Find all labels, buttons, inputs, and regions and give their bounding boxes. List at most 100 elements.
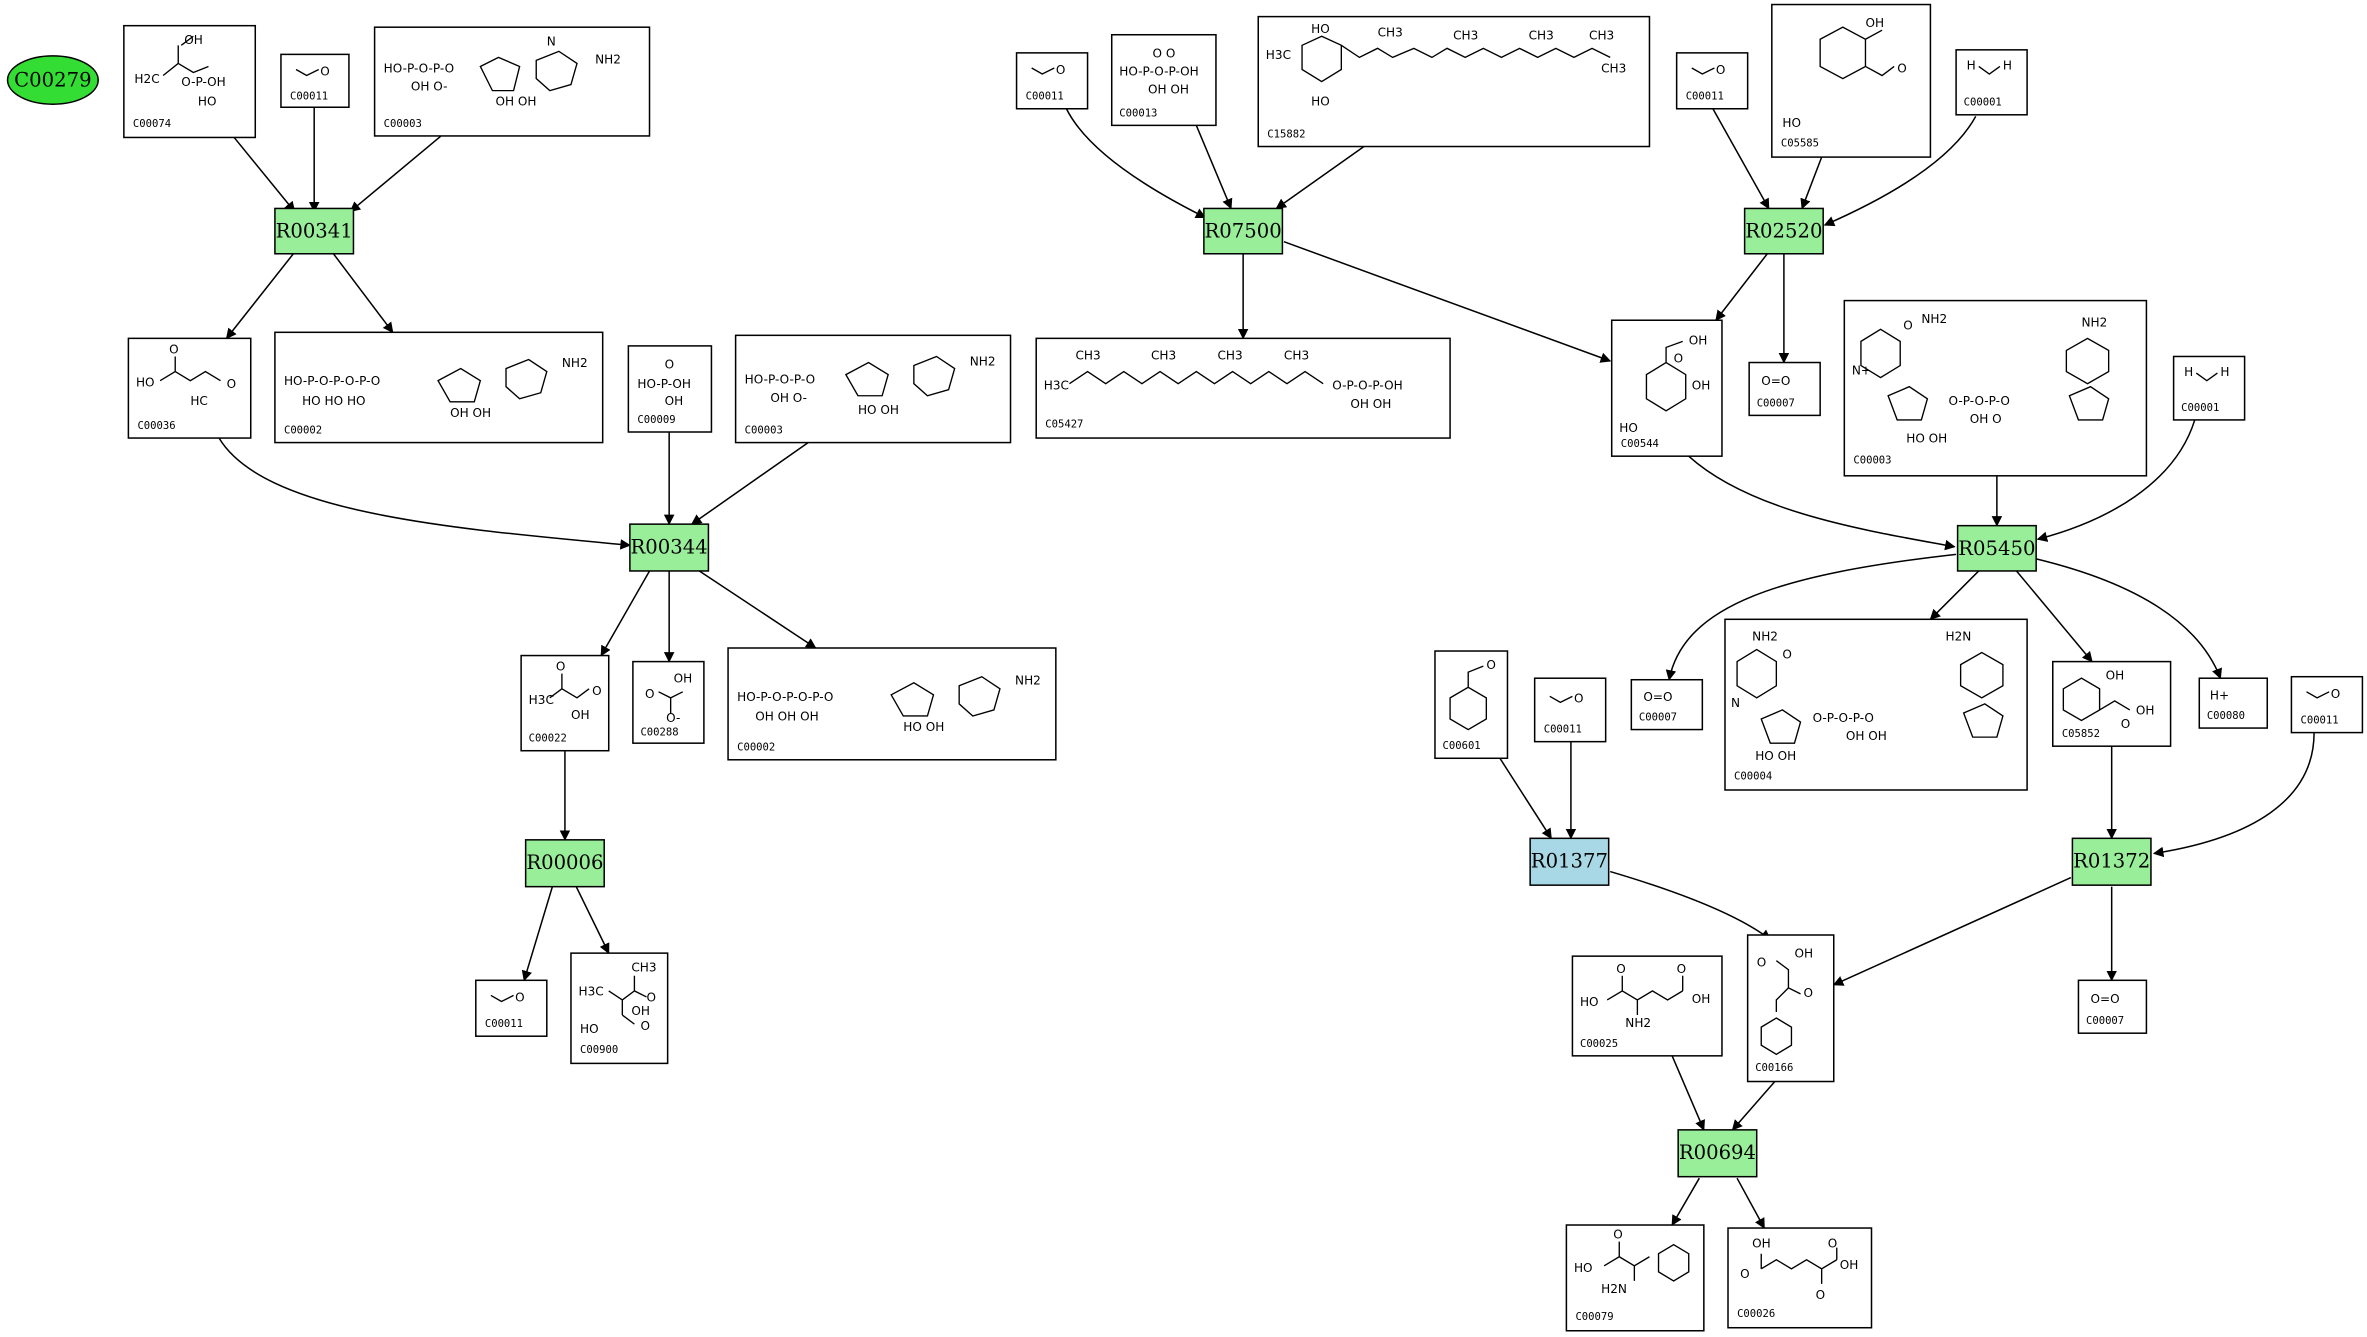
start-node[interactable]: C00279 — [6, 55, 99, 105]
structure-fragment: OH — [1794, 947, 1813, 961]
compound-id: C00009 — [637, 414, 675, 426]
compound-box — [1630, 678, 1704, 731]
compound-C00011[interactable]: O C00011 — [280, 53, 350, 109]
edge-c15882-r07500 — [1275, 145, 1365, 210]
compound-C00900[interactable]: CH3 H3C O OH HO O C00900 — [570, 952, 669, 1065]
reaction-box — [1743, 207, 1824, 255]
structure-fragment: OH — [631, 1004, 650, 1018]
reaction-label: R00344 — [631, 535, 708, 558]
compound-C00011[interactable]: O C00011 — [1675, 52, 1749, 110]
reaction-R02520[interactable]: R02520 — [1743, 207, 1824, 255]
compound-id: C00288 — [640, 727, 678, 739]
compound-C00001[interactable]: H H C00001 — [1955, 49, 2028, 116]
compound-C00007[interactable]: O=O C00007 — [2077, 979, 2148, 1034]
compound-C00026[interactable]: OH O O OH O C00026 — [1727, 1227, 1873, 1329]
compound-C00002[interactable]: HO-P-O-P-O-P-O HO HO HO OH OH NH2 C00002 — [274, 331, 604, 444]
structure-fragment: OH — [2106, 669, 2125, 683]
compound-C00007[interactable]: O=O C00007 — [1748, 361, 1821, 417]
compound-C00004[interactable]: NH2 O H2N N O-P-O-P-O OH OH HO OH C00004 — [1724, 618, 2028, 791]
start-node-ellipse — [6, 55, 99, 105]
compound-C05427[interactable]: CH3 CH3 CH3 CH3 H3C O-P-O-P-OH OH OH C05… — [1035, 337, 1451, 439]
compound-C00003[interactable]: HO-P-O-P-O OH O- HO OH NH2 C00003 — [734, 334, 1012, 444]
compound-C00288[interactable]: OH O O- C00288 — [632, 660, 705, 744]
compound-C00011[interactable]: O C00011 — [2290, 675, 2364, 734]
compound-box — [1748, 361, 1821, 417]
compound-C00544[interactable]: OH O HO OH C00544 — [1610, 319, 1723, 457]
reaction-R00344[interactable]: R00344 — [629, 523, 710, 572]
compound-id: C00011 — [2300, 715, 2338, 727]
structure-fragment: CH3 — [1453, 28, 1478, 42]
compound-id: C00025 — [1580, 1038, 1618, 1050]
structure-bonds — [295, 68, 320, 77]
compound-box — [475, 979, 548, 1037]
structure-fragment: O-P-OH — [181, 75, 226, 89]
reaction-label: R01372 — [2073, 849, 2150, 872]
edge-c00011-r01372 — [2152, 732, 2315, 858]
structure-fragment: O — [2331, 687, 2341, 701]
structure-fragment: O — [2121, 717, 2131, 731]
structure-fragment: NH2 — [1625, 1016, 1651, 1030]
structure-bonds — [1736, 648, 2004, 744]
compound-C00009[interactable]: O HO-P-OH OH C00009 — [627, 345, 713, 433]
structure-fragment: OH — [2136, 703, 2155, 717]
compound-id: C00001 — [2181, 402, 2219, 414]
reaction-box — [2071, 837, 2152, 886]
compound-id: C00601 — [1443, 740, 1481, 752]
structure-fragment: CH3 — [1589, 28, 1614, 42]
compound-C05852[interactable]: OH OH O C05852 — [2052, 660, 2172, 747]
compound-C00022[interactable]: O H3C O OH C00022 — [520, 654, 610, 752]
edge-r01372-c00166 — [1832, 876, 2072, 986]
reaction-R00694[interactable]: R00694 — [1677, 1129, 1758, 1178]
reaction-R01377[interactable]: R01377 — [1529, 837, 1610, 886]
reaction-R05450[interactable]: R05450 — [1956, 524, 2037, 572]
compound-C00007[interactable]: O=O C00007 — [1630, 678, 1704, 731]
compound-id: C00011 — [290, 91, 328, 103]
edge-c00166-r00694 — [1731, 1081, 1776, 1131]
structure-fragment: OH — [1840, 1258, 1859, 1272]
compound-C00011[interactable]: O C00011 — [1015, 52, 1089, 110]
compound-C00079[interactable]: O HO H2N C00079 — [1565, 1224, 1705, 1332]
compound-C00003[interactable]: NH2 O N+ O-P-O-P-O OH O HO OH NH2 C00003 — [1843, 299, 2148, 477]
reaction-R00341[interactable]: R00341 — [274, 207, 355, 255]
structure-bonds — [1449, 665, 1488, 731]
compound-C00080[interactable]: H+ C00080 — [2198, 677, 2269, 729]
compound-id: C00074 — [133, 118, 171, 130]
reaction-R00006[interactable]: R00006 — [524, 839, 605, 888]
compound-box — [2052, 660, 2172, 747]
edge-c00001-r05450 — [2036, 419, 2196, 542]
compound-box — [1727, 1227, 1873, 1329]
compound-C00001[interactable]: H H C00001 — [2172, 355, 2246, 421]
structure-bonds — [437, 358, 548, 403]
structure-bonds — [1760, 1247, 1838, 1284]
edge-r00694-c00026 — [1736, 1177, 1765, 1229]
edge-r05450-c00080 — [2035, 558, 2222, 680]
compound-C15882[interactable]: HO CH3 CH3 CH3 CH3 H3C HO CH3 C15882 — [1257, 15, 1651, 148]
compound-box — [2198, 677, 2269, 729]
reaction-label: R02520 — [1745, 220, 1822, 243]
reaction-R01372[interactable]: R01372 — [2071, 837, 2152, 886]
compound-id: C00900 — [580, 1044, 618, 1056]
structure-fragment: O=O — [1761, 374, 1790, 388]
reaction-R07500[interactable]: R07500 — [1203, 207, 1284, 255]
compound-C00036[interactable]: O HO O HC C00036 — [127, 337, 252, 439]
reaction-box — [629, 523, 710, 572]
compound-C00011[interactable]: O C00011 — [1533, 677, 1607, 743]
compound-C00011[interactable]: O C00011 — [475, 979, 548, 1037]
edge-r05450-c00007 — [1665, 553, 1957, 681]
structure-fragment: HO-P-OH — [637, 377, 691, 391]
compound-C00003[interactable]: HO-P-O-P-O OH O- OH OH NH2 N C00003 — [373, 26, 651, 137]
compound-C05585[interactable]: OH HO O C05585 — [1771, 3, 1932, 158]
edge-c00011-r07500 — [1065, 108, 1207, 219]
compound-C00025[interactable]: O HO NH2 OH O C00025 — [1571, 955, 1723, 1057]
compound-C00002[interactable]: HO-P-O-P-O-P-O OH OH OH HO OH NH2 C00002 — [727, 647, 1057, 761]
structure-fragment: CH3 — [1601, 62, 1626, 76]
compound-C00601[interactable]: O C00601 — [1434, 650, 1509, 760]
structure-fragment: O O — [1153, 46, 1176, 60]
compound-box — [1533, 677, 1607, 743]
structure-fragment: OH O- — [411, 80, 448, 94]
compound-C00013[interactable]: O O HO-P-O-P-OH OH OH C00013 — [1110, 33, 1217, 127]
structure-bonds — [2306, 691, 2330, 699]
compound-C00074[interactable]: OH H2C O-P-OH HO C00074 — [123, 24, 257, 139]
compound-box — [373, 26, 651, 137]
compound-C00166[interactable]: OH O O C00166 — [1746, 934, 1835, 1083]
